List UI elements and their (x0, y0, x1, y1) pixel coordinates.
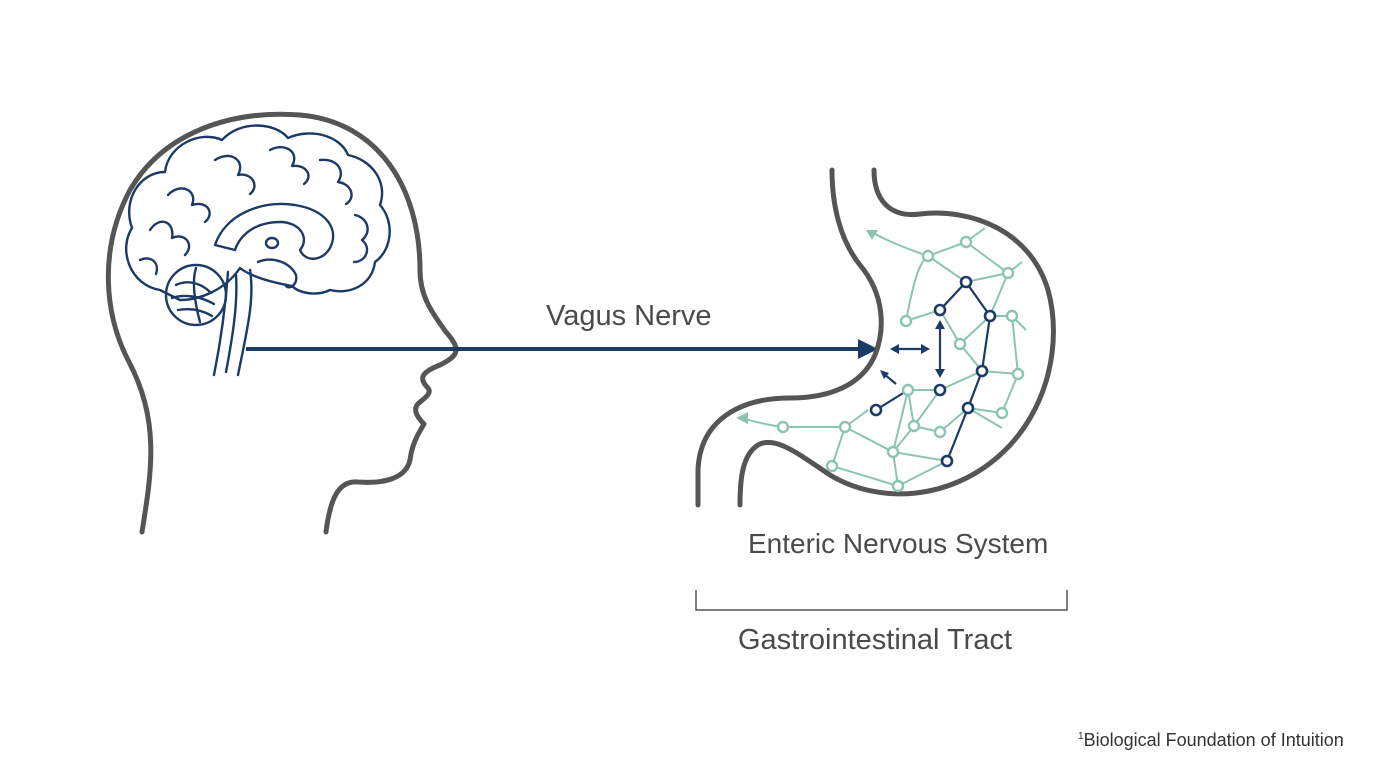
footnote-text: Biological Foundation of Intuition (1083, 730, 1344, 750)
gastrointestinal-tract-label: Gastrointestinal Tract (738, 624, 1012, 656)
footnote: 1Biological Foundation of Intuition (1078, 731, 1344, 749)
stomach-icon (695, 167, 1056, 508)
enteric-network (736, 227, 1027, 493)
brain-icon (125, 124, 391, 377)
vagus-nerve-label: Vagus Nerve (546, 300, 712, 332)
vagus-nerve-arrow (246, 339, 878, 359)
head-profile-icon (105, 111, 459, 535)
gi-tract-bracket (695, 590, 1068, 611)
footnote-marker: 1 (1078, 731, 1084, 742)
enteric-nervous-system-label: Enteric Nervous System (748, 528, 1049, 559)
